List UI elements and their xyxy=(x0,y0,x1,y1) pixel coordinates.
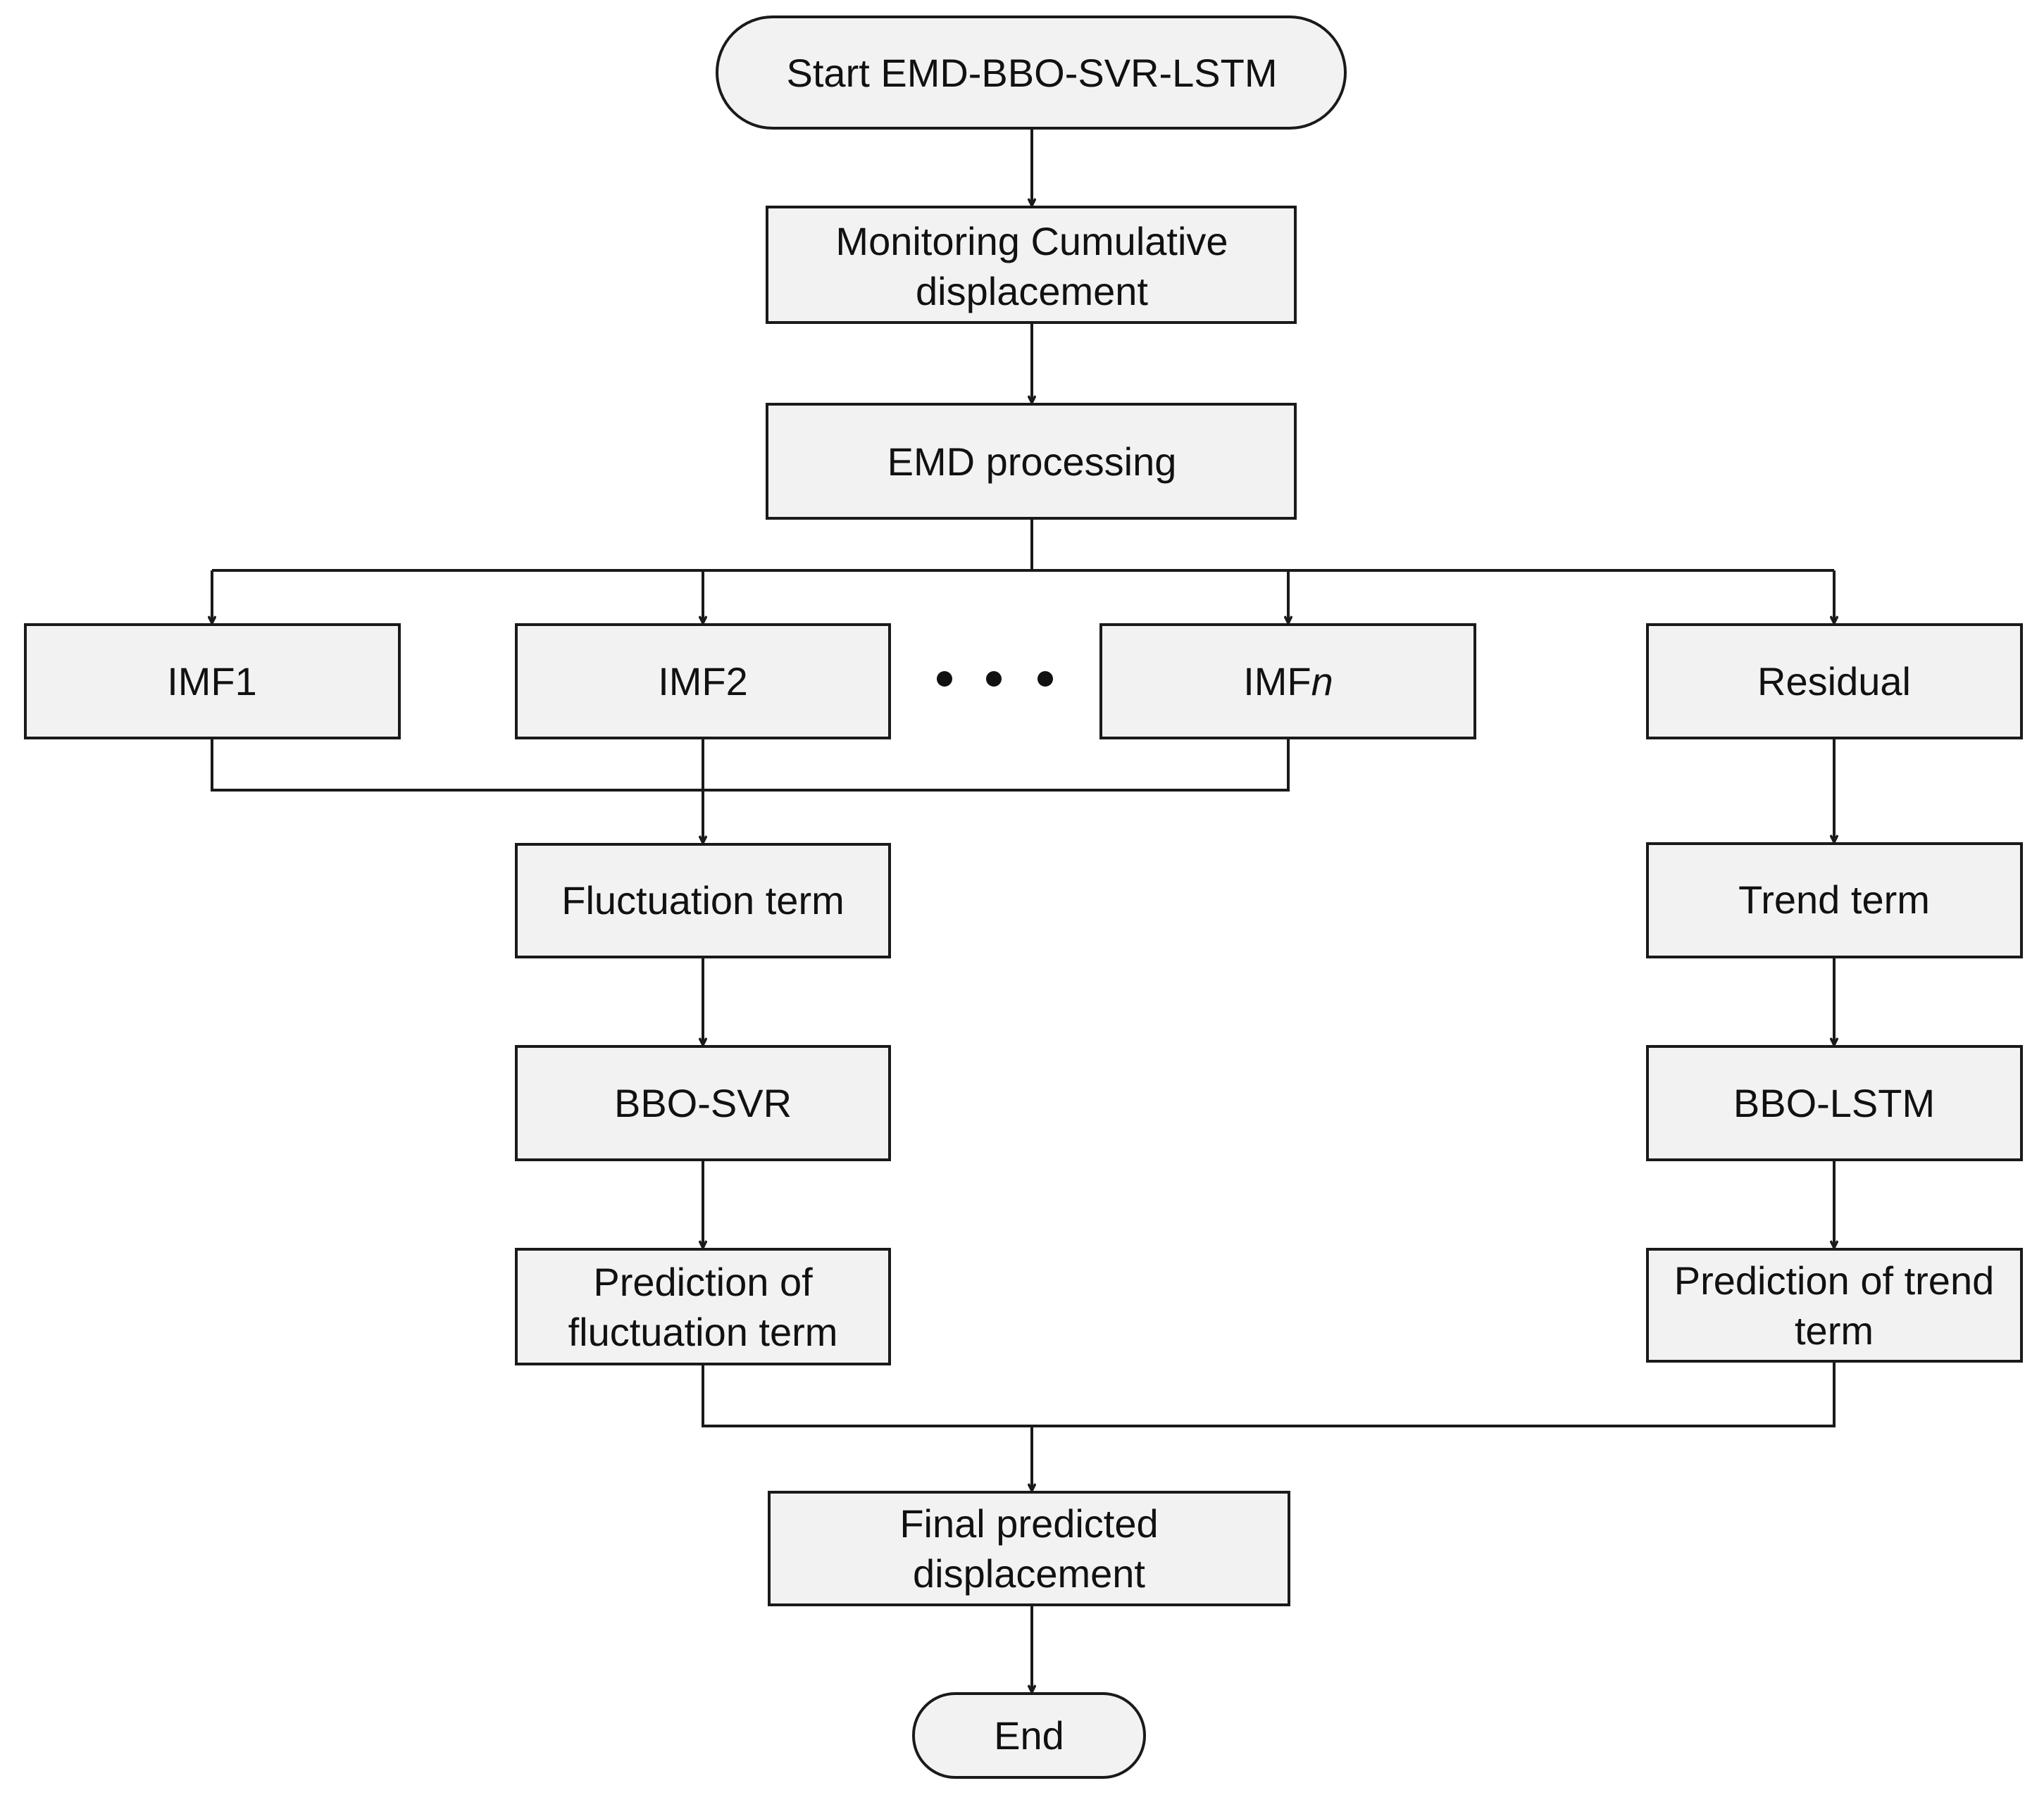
emd-processing-label: EMD processing xyxy=(887,439,1177,484)
fluctuation-term-label: Fluctuation term xyxy=(561,878,845,922)
bbo-lstm-node: BBO-LSTM xyxy=(1646,1045,2023,1161)
bbo-lstm-label: BBO-LSTM xyxy=(1733,1081,1935,1125)
monitoring-label-line1: Monitoring Cumulative xyxy=(835,219,1228,263)
prediction-fluctuation-node: Prediction of fluctuation term xyxy=(515,1248,891,1365)
prediction-fluctuation-label-line1: Prediction of xyxy=(593,1260,813,1304)
prediction-fluctuation-label-line2: fluctuation term xyxy=(568,1310,838,1354)
start-node: Start EMD-BBO-SVR-LSTM xyxy=(716,15,1347,130)
prediction-trend-node: Prediction of trend term xyxy=(1646,1248,2023,1363)
end-label: End xyxy=(994,1713,1064,1758)
prediction-trend-label-line2: term xyxy=(1795,1308,1874,1353)
end-node: End xyxy=(912,1692,1146,1779)
ellipsis-dot xyxy=(986,671,1002,687)
monitoring-node: Monitoring Cumulative displacement xyxy=(766,206,1297,324)
ellipsis-dot xyxy=(937,671,952,687)
imfn-label-base: IMF xyxy=(1243,659,1311,703)
line-predictions-merge xyxy=(702,1361,1836,1427)
prediction-trend-label-line1: Prediction of trend xyxy=(1674,1258,1994,1303)
connectors xyxy=(212,128,1834,1692)
fluctuation-term-node: Fluctuation term xyxy=(515,843,891,958)
emd-processing-node: EMD processing xyxy=(766,403,1297,520)
imfn-label: IMFn xyxy=(1243,659,1333,703)
final-displacement-label-line2: displacement xyxy=(913,1551,1145,1596)
trend-term-node: Trend term xyxy=(1646,842,2023,958)
imf2-node: IMF2 xyxy=(515,623,891,739)
imf2-label: IMF2 xyxy=(658,659,748,703)
monitoring-label-line2: displacement xyxy=(916,269,1148,313)
imf1-node: IMF1 xyxy=(24,623,401,739)
final-displacement-node: Final predicted displacement xyxy=(768,1491,1290,1606)
residual-node: Residual xyxy=(1646,623,2023,739)
bbo-svr-node: BBO-SVR xyxy=(515,1045,891,1161)
trend-term-label: Trend term xyxy=(1738,877,1930,922)
start-label: Start EMD-BBO-SVR-LSTM xyxy=(787,51,1278,95)
residual-label: Residual xyxy=(1757,659,1911,703)
imfn-label-subscript: n xyxy=(1311,659,1333,703)
line-imf-merge xyxy=(211,738,1290,792)
ellipsis xyxy=(937,671,1053,687)
ellipsis-dot xyxy=(1037,671,1053,687)
final-displacement-label-line1: Final predicted xyxy=(899,1501,1158,1546)
imf1-label: IMF1 xyxy=(167,659,257,703)
imfn-node: IMFn xyxy=(1099,623,1476,739)
bbo-svr-label: BBO-SVR xyxy=(614,1081,792,1125)
